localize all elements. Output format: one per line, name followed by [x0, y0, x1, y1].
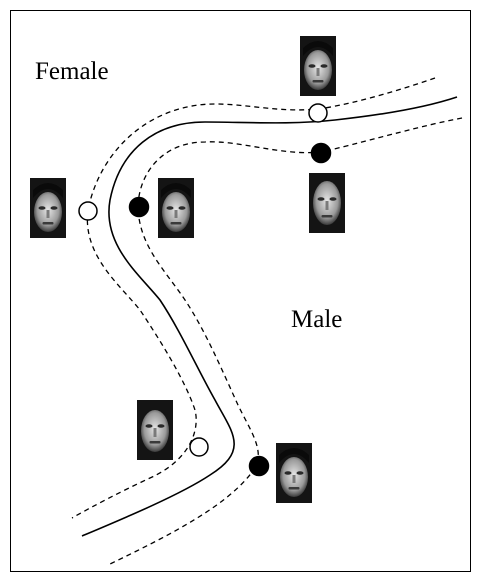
support-vector-male-middle [128, 196, 150, 218]
support-vector-female-top [308, 103, 328, 123]
female-face-left-image [30, 178, 66, 238]
female-face-bottom-image [137, 400, 173, 460]
decision-boundary [81, 96, 458, 537]
male-face-bottom-right-image [276, 443, 312, 503]
support-vector-female-left [78, 201, 98, 221]
support-vector-male-bottom [248, 455, 270, 477]
male-face-top-right-image [309, 173, 345, 233]
diagram-frame [10, 10, 471, 572]
support-vector-female-bottom [189, 437, 209, 457]
male-face-middle-image [158, 178, 194, 238]
margin-female-side [71, 77, 436, 519]
male-region-label: Male [291, 306, 342, 333]
female-face-top-image [300, 36, 336, 96]
female-region-label: Female [35, 58, 109, 85]
support-vector-male-top [310, 142, 332, 164]
